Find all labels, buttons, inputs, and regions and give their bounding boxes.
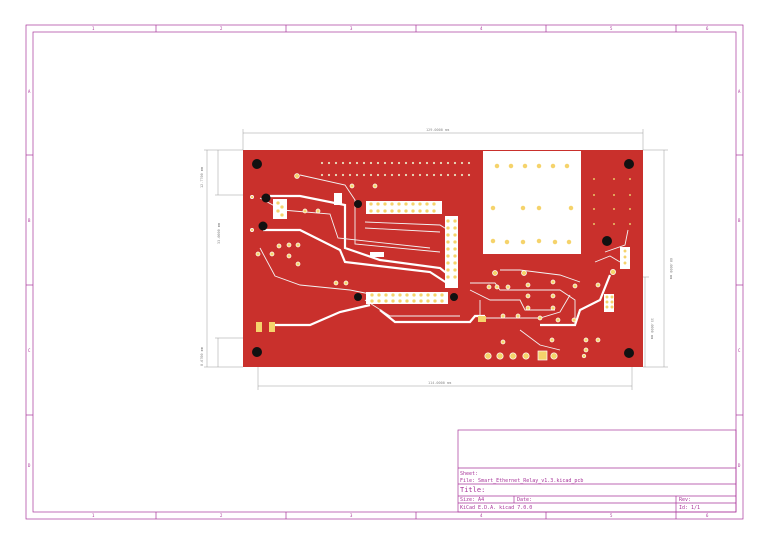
right-components bbox=[478, 247, 630, 353]
module-header-side bbox=[445, 216, 458, 288]
relay-pads bbox=[490, 163, 574, 245]
row-labels-right: A B C D bbox=[738, 89, 741, 468]
left-components bbox=[250, 173, 384, 332]
row-label-b-r: B bbox=[738, 218, 741, 223]
date-label: Date: bbox=[517, 497, 532, 503]
top-pin-row bbox=[320, 161, 471, 177]
dim-right-lower: 35.0000 mm bbox=[650, 318, 654, 339]
col-label-5b: 5 bbox=[610, 513, 613, 518]
dim-left-height: 33.0000 mm bbox=[217, 223, 221, 244]
column-labels-bottom: 1 2 3 4 5 6 bbox=[92, 513, 709, 518]
zone-ticks bbox=[26, 25, 743, 519]
module-header-top bbox=[366, 201, 442, 214]
kicad-version-label: KiCad E.D.A. kicad 7.0.0 bbox=[460, 505, 532, 511]
row-label-a-r: A bbox=[738, 89, 741, 94]
dim-top-width: 129.0000 mm bbox=[426, 128, 449, 132]
sheet-label: Sheet: bbox=[460, 471, 478, 477]
file-label: File: Smart_Ethernet_Relay_v1.3.kicad_pc… bbox=[460, 478, 583, 484]
col-label-1: 1 bbox=[92, 26, 95, 31]
row-label-b: B bbox=[28, 218, 31, 223]
via-dots bbox=[593, 178, 631, 225]
board-copper-fill bbox=[243, 150, 643, 367]
col-label-3b: 3 bbox=[350, 513, 353, 518]
dim-bottom-width: 114.0000 mm bbox=[428, 381, 451, 385]
dimension-annotations: 129.0000 mm 114.0000 mm 60.0000 mm 35.00… bbox=[200, 128, 673, 390]
title-block: Sheet: File: Smart_Ethernet_Relay_v1.3.k… bbox=[457, 429, 737, 513]
size-label: Size: A4 bbox=[460, 497, 484, 503]
power-traces bbox=[263, 194, 612, 327]
row-label-a: A bbox=[28, 89, 31, 94]
col-label-2b: 2 bbox=[220, 513, 223, 518]
col-label-3: 3 bbox=[350, 26, 353, 31]
inner-frame bbox=[32, 31, 737, 513]
mounting-holes bbox=[252, 159, 634, 358]
row-label-d-r: D bbox=[738, 463, 741, 468]
dim-right-height: 60.0000 mm bbox=[669, 258, 673, 279]
terminal-block-pads bbox=[484, 350, 587, 361]
dim-left-bottom: 8.6700 mm bbox=[200, 347, 204, 366]
dim-left-top: 12.7700 mm bbox=[200, 167, 204, 188]
row-labels-left: A B C D bbox=[28, 89, 31, 468]
col-label-4: 4 bbox=[480, 26, 483, 31]
id-label: Id: 1/1 bbox=[679, 505, 700, 511]
col-label-6: 6 bbox=[706, 26, 709, 31]
pcb-board bbox=[243, 150, 643, 367]
relay-keepout-area bbox=[483, 151, 581, 254]
rev-label: Rev: bbox=[679, 497, 691, 503]
title-label: Title: bbox=[460, 486, 485, 494]
module-header-bottom bbox=[366, 292, 448, 304]
col-label-1b: 1 bbox=[92, 513, 95, 518]
col-label-5: 5 bbox=[610, 26, 613, 31]
col-label-2: 2 bbox=[220, 26, 223, 31]
row-label-d: D bbox=[28, 463, 31, 468]
col-label-6b: 6 bbox=[706, 513, 709, 518]
row-label-c: C bbox=[28, 348, 31, 353]
col-label-4b: 4 bbox=[480, 513, 483, 518]
outer-frame bbox=[25, 24, 744, 520]
column-labels-top: 1 2 3 4 5 6 bbox=[92, 26, 709, 31]
row-label-c-r: C bbox=[738, 348, 741, 353]
